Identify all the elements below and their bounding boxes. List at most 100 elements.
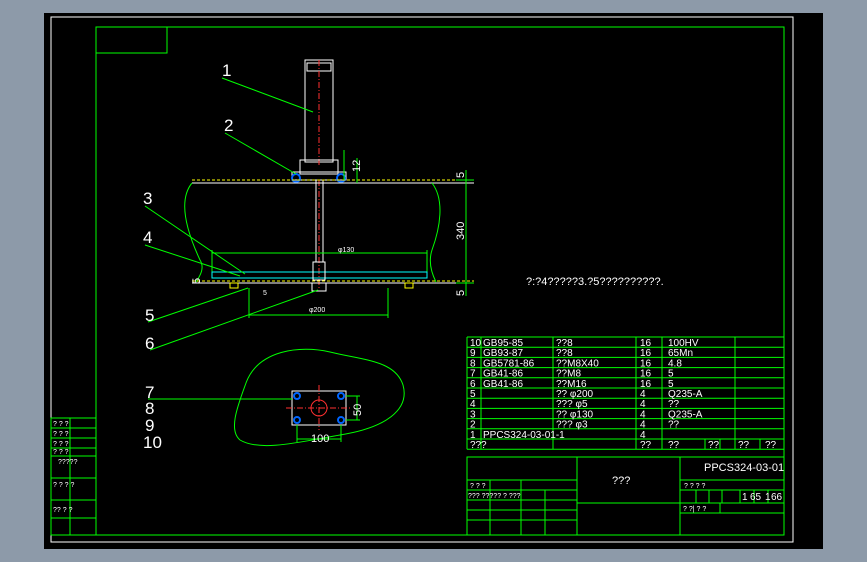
dim-340: 340 xyxy=(455,222,467,240)
bom-cell: ??M8X40 xyxy=(556,358,599,369)
bom-cell: ??8 xyxy=(556,338,573,349)
bom-cell: 6 xyxy=(470,379,476,390)
bom-cell: ??M16 xyxy=(556,379,587,390)
bom-cell: ??? φ5 xyxy=(556,399,588,410)
bom-table xyxy=(466,336,785,450)
outer-frame xyxy=(50,16,794,543)
title-drawing-number: PPCS324-03-01 xyxy=(704,462,784,474)
label-8: 8 xyxy=(145,399,154,418)
bom-cell: 4 xyxy=(640,389,646,400)
title-row-b: ??? ????? ? ??? xyxy=(468,493,521,500)
dim-5-small: 5 xyxy=(263,290,267,297)
bom-cell: 8 xyxy=(470,358,476,369)
side-cell-3: ? ? ? xyxy=(53,441,69,448)
bom-cell: ?? φ130 xyxy=(556,409,594,420)
dim-phi200: φ200 xyxy=(309,307,325,314)
side-cell-2: ? ? ? xyxy=(53,431,69,438)
side-cell-5: ????? xyxy=(58,459,78,466)
bom-cell: 3 xyxy=(470,409,476,420)
top-view-dims xyxy=(148,395,360,442)
label-5: 5 xyxy=(145,306,154,325)
bom-cell: ?? xyxy=(668,399,680,410)
bom-cell: 16 xyxy=(640,348,652,359)
dim-50: 50 xyxy=(352,404,364,416)
bom-cell: GB41-86 xyxy=(483,369,523,380)
inner-frame xyxy=(95,26,785,536)
bom-cell: 2 xyxy=(470,420,476,431)
title-marks-left: ? ? ? xyxy=(470,483,486,490)
dim-5-bottom: 5 xyxy=(455,290,467,296)
bom-cell: PPCS324-03-01-1 xyxy=(483,430,565,441)
dim-5-left: 5 xyxy=(191,278,203,284)
bom-cell: GB41-86 xyxy=(483,379,523,390)
bom-cell: 5 xyxy=(668,369,674,380)
bom-cell: 5 xyxy=(470,389,476,400)
corner-box xyxy=(95,26,168,54)
label-3: 3 xyxy=(143,189,152,208)
bom-header-cell: ? xyxy=(481,440,487,451)
right-dim-lines xyxy=(343,150,474,296)
scale-cell-4: 66 xyxy=(771,492,783,503)
side-cell-1: ? ? ? xyxy=(53,421,69,428)
bom-cell: 4.8 xyxy=(668,358,682,369)
bom-header-cell: ?? xyxy=(738,440,750,451)
dim-phi130: φ130 xyxy=(338,247,354,254)
bom-cell: GB95-85 xyxy=(483,338,523,349)
bom-cell: 65Mn xyxy=(668,348,693,359)
technical-note: ?:?4?????3.?5??????????. xyxy=(526,276,664,288)
bom-cell: 7 xyxy=(470,369,476,380)
label-4: 4 xyxy=(143,228,152,247)
bom-cell: 16 xyxy=(640,358,652,369)
bom-cell: 4 xyxy=(640,430,646,441)
label-1: 1 xyxy=(222,61,231,80)
bottom-nut xyxy=(311,282,327,292)
bom-cell: 5 xyxy=(668,379,674,390)
scale-cell-1: 1 xyxy=(742,492,748,503)
bom-cell: ??M8 xyxy=(556,369,581,380)
bom-cell: Q235-A xyxy=(668,409,703,420)
label-9: 9 xyxy=(145,416,154,435)
bom-cell: 4 xyxy=(640,399,646,410)
top-view-bolt-2 xyxy=(337,392,345,400)
label-10: 10 xyxy=(143,433,162,452)
side-cell-6: ? ? ? ? xyxy=(53,482,75,489)
break-outline xyxy=(184,182,441,283)
bom-cell: 9 xyxy=(470,348,476,359)
bom-cell: GB5781-86 xyxy=(483,358,535,369)
clip-left xyxy=(229,282,239,289)
leaders-main xyxy=(144,77,319,351)
label-2: 2 xyxy=(224,116,233,135)
title-row-a: ? ? ? ? xyxy=(684,483,706,490)
clip-right xyxy=(404,282,414,289)
bom-cell: ?? xyxy=(668,420,680,431)
title-block xyxy=(466,456,785,536)
scale-cell-3: 1 xyxy=(765,492,771,503)
label-6: 6 xyxy=(145,334,154,353)
bom-cell: 4 xyxy=(470,399,476,410)
scale-cell-2: 65 xyxy=(750,492,762,503)
bom-cell: 1 xyxy=(470,430,476,441)
bom-cell: 16 xyxy=(640,338,652,349)
title-part-name: ??? xyxy=(612,475,630,487)
dim-100: 100 xyxy=(311,433,329,445)
title-bottom-row: ? ?| ? ? xyxy=(683,506,706,513)
side-cell-7: ?? ? ? xyxy=(53,507,73,514)
bom-cell: ??? φ3 xyxy=(556,420,588,431)
bom-cell: GB93-87 xyxy=(483,348,523,359)
bom-cell: 4 xyxy=(640,420,646,431)
bom-header-cell: ?? xyxy=(470,440,482,451)
bom-cell: 100HV xyxy=(668,338,699,349)
bom-header-cell: ?? xyxy=(765,440,777,451)
top-view-bolt-4 xyxy=(337,416,345,424)
top-view-outline xyxy=(233,348,405,447)
dim-5-top: 5 xyxy=(455,172,467,178)
bom-cell: 16 xyxy=(640,379,652,390)
bom-cell: ?? φ200 xyxy=(556,389,594,400)
top-view-bolt-3 xyxy=(293,416,301,424)
label-7: 7 xyxy=(145,383,154,402)
bom-cell: 16 xyxy=(640,369,652,380)
bom-cell: 4 xyxy=(640,409,646,420)
side-table xyxy=(50,417,97,536)
suction-plate-130 xyxy=(211,271,428,279)
